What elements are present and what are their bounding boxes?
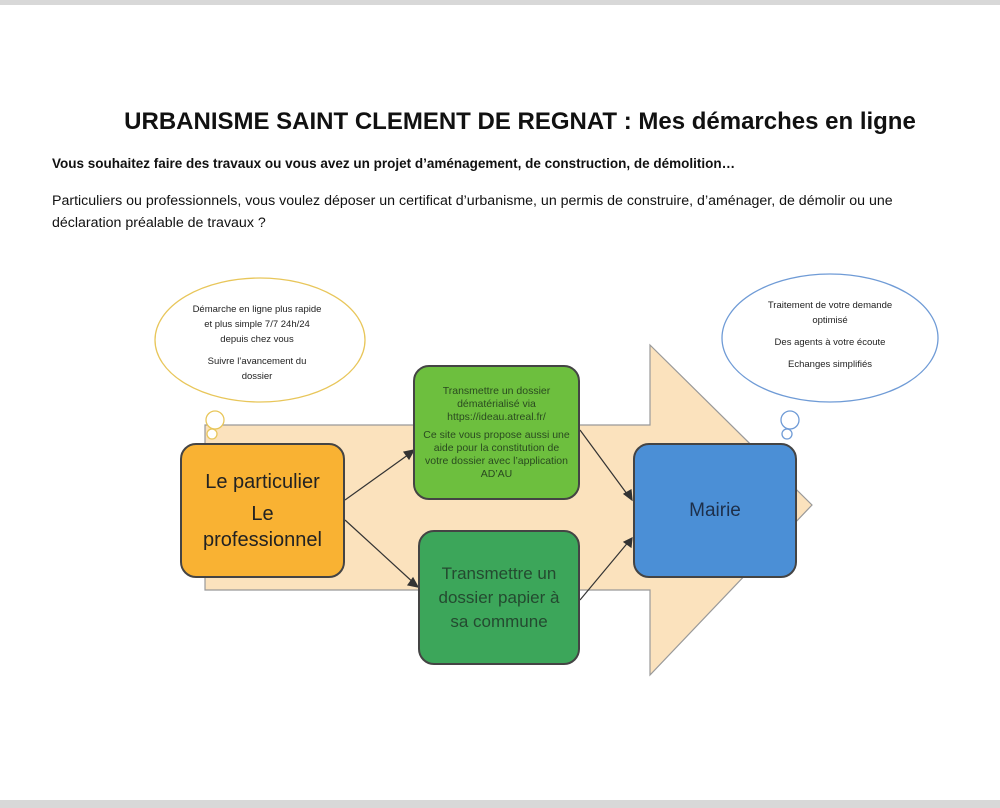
- flow-connectors: [344, 429, 633, 601]
- box-online-line2: Ce site vous propose aussi une aide pour…: [423, 428, 570, 480]
- box-online-line1: Transmettre un dossier dématérialisé via…: [442, 384, 551, 423]
- intro-paragraph: Particuliers ou professionnels, vous vou…: [52, 193, 893, 231]
- box-mairie: Mairie: [633, 443, 797, 578]
- cloud-left-line: Suivre l’avancement du dossier: [207, 356, 307, 382]
- page-title: URBANISME SAINT CLEMENT DE REGNAT : Mes …: [124, 108, 916, 135]
- box-user: Le particulier Le professionnel: [180, 443, 345, 578]
- cloud-left: [154, 277, 366, 440]
- box-mairie-text: Mairie: [689, 499, 741, 521]
- box-user-line1: Le particulier: [205, 470, 320, 493]
- bottom-border: [0, 800, 1000, 808]
- box-paper-text: Transmettre un dossier papier à sa commu…: [438, 563, 560, 631]
- subtitle: Vous souhaitez faire des travaux ou vous…: [52, 156, 736, 171]
- cloud-right-line: Des agents à votre écoute: [774, 337, 886, 348]
- box-paper: Transmettre un dossier papier à sa commu…: [418, 530, 580, 665]
- cloud-right: [721, 273, 939, 440]
- box-online: Transmettre un dossier dématérialisé via…: [413, 365, 580, 500]
- cloud-right-line: Traitement de votre demande optimisé: [767, 300, 893, 326]
- box-user-line2: Le professionnel: [203, 502, 322, 551]
- big-arrow: [204, 343, 813, 677]
- cloud-right-text: Traitement de votre demande optimisé Des…: [765, 298, 895, 379]
- cloud-right-line: Echanges simplifiés: [788, 359, 872, 370]
- top-border: [0, 0, 1000, 5]
- cloud-left-line: Démarche en ligne plus rapide et plus si…: [192, 304, 322, 345]
- cloud-left-text: Démarche en ligne plus rapide et plus si…: [192, 302, 322, 391]
